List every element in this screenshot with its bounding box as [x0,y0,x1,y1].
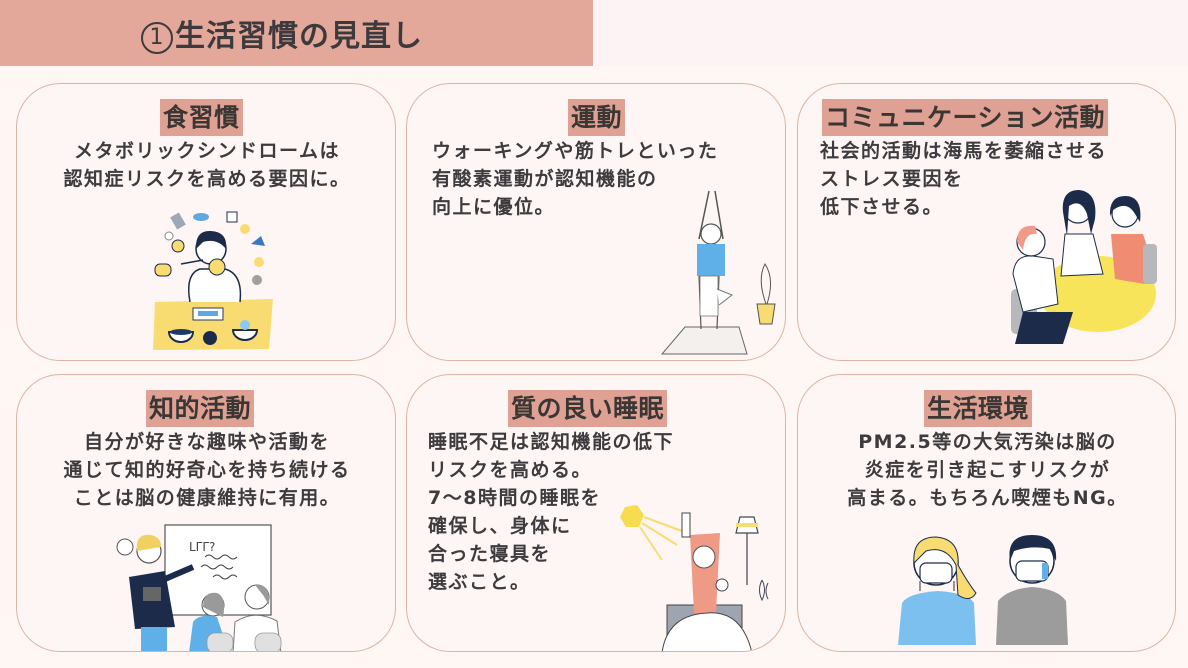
card-heading: 知的活動 [146,390,255,427]
card-body: メタボリックシンドロームは 認知症リスクを高める要因に。 [63,140,351,190]
card-body: 社会的活動は海馬を萎縮させる ストレス要因を 低下させる。 [820,140,1108,218]
people-wearing-masks-icon [898,535,1068,645]
card-intellectual-activity: 知的活動 自分が好きな趣味や活動を 通じて知的好奇心を持ち続ける ことは脳の健康… [16,374,396,652]
person-waking-up-stretching-icon [620,505,769,651]
card-heading: 食習慣 [160,99,243,136]
card-body: PM2.5等の大気汚染は脳の 炎症を引き起こすリスクが 高まる。もちろん喫煙もN… [847,431,1128,509]
card-heading: 生活環境 [924,390,1033,427]
woman-eating-balanced-meal-icon [153,211,273,350]
card-exercise: 運動 ウォーキングや筋トレといった 有酸素運動が認知機能の 向上に優位。 [406,83,786,361]
top-strip [593,0,1188,66]
card-heading: 質の良い睡眠 [508,390,668,427]
card-communication: コミュニケーション活動 社会的活動は海馬を萎縮させる ストレス要因を 低下させる… [797,83,1176,361]
women-chatting-at-table-icon [1011,190,1157,344]
card-body: 自分が好きな趣味や活動を 通じて知的好奇心を持ち続ける ことは脳の健康維持に有用… [63,431,351,509]
card-sleep-quality: 質の良い睡眠 睡眠不足は認知機能の低下 リスクを高める。 7〜8時間の睡眠を 確… [406,374,786,652]
circled-number: 1 [141,22,173,54]
svg-text:ᒪᒥᒥ?: ᒪᒥᒥ? [189,540,215,554]
slide-title-text: 生活習慣の見直し [175,19,423,54]
card-heading: コミュニケーション活動 [822,99,1109,136]
card-body: ウォーキングや筋トレといった 有酸素運動が認知機能の 向上に優位。 [432,140,719,218]
card-body: 睡眠不足は認知機能の低下 リスクを高める。 7〜8時間の睡眠を 確保し、身体に … [428,431,675,593]
teacher-lecturing-seniors-icon: ᒪᒥᒥ? [116,524,282,651]
woman-yoga-tree-pose-icon [660,190,776,355]
card-heading: 運動 [568,99,626,136]
card-living-environment: 生活環境 PM2.5等の大気汚染は脳の 炎症を引き起こすリスクが 高まる。もちろ… [797,374,1176,652]
card-diet: 食習慣 メタボリックシンドロームは 認知症リスクを高める要因に。 [16,83,396,361]
